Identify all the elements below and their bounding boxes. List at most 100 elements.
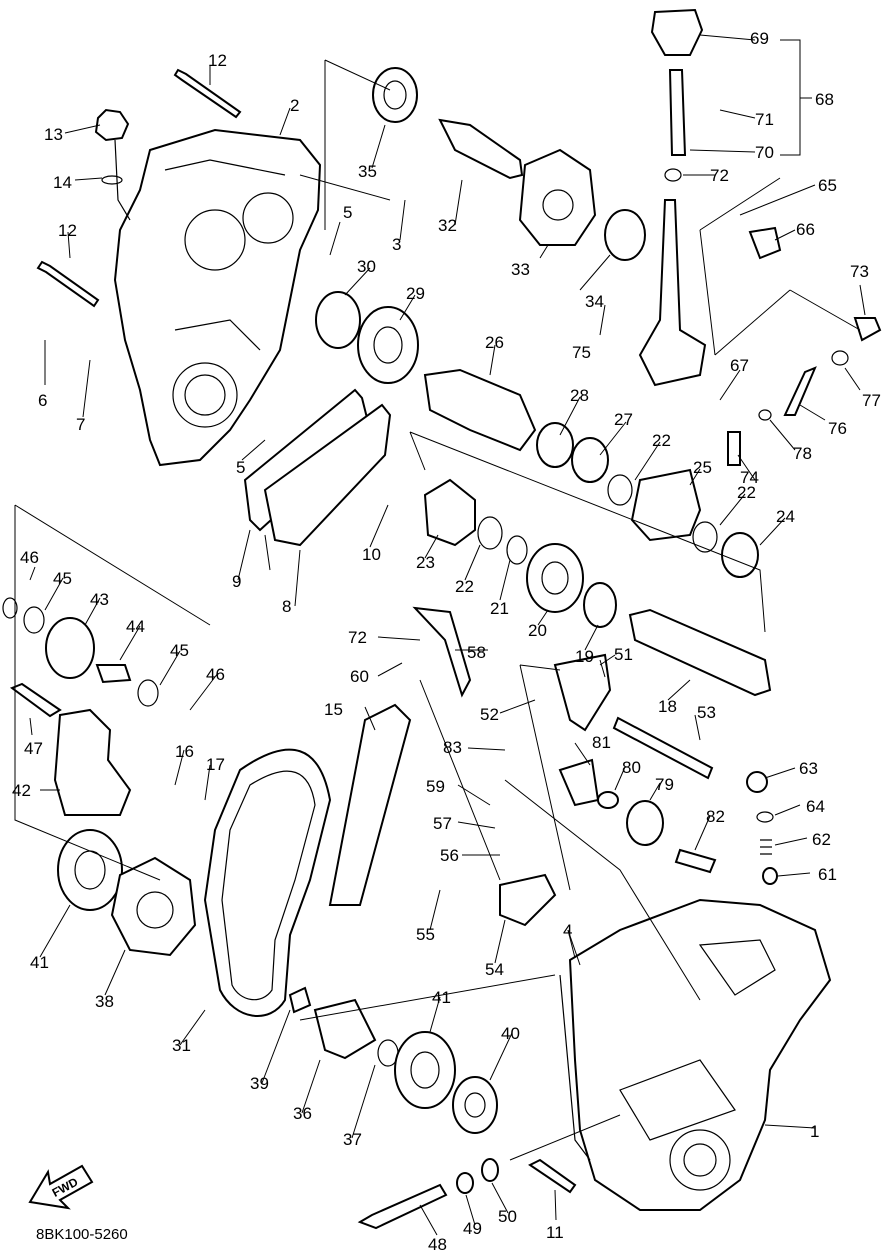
shaft-32 xyxy=(438,118,524,180)
callout-label: 38 xyxy=(95,992,114,1011)
callout-label: 5 xyxy=(343,203,352,222)
shaft-26 xyxy=(423,368,537,452)
callout-label: 10 xyxy=(362,545,381,564)
group-outlines xyxy=(14,39,861,1161)
fwd-arrow-icon: FWD xyxy=(28,1164,94,1210)
gasket-8 xyxy=(263,403,392,547)
callout-label: 7 xyxy=(76,415,85,434)
callout-label: 3 xyxy=(392,235,401,254)
callout-label: 57 xyxy=(433,814,452,833)
callout-label: 28 xyxy=(570,386,589,405)
bearing-41a xyxy=(57,829,123,911)
callout-label: 81 xyxy=(592,733,611,752)
callout-label: 26 xyxy=(485,333,504,352)
callout-label: 77 xyxy=(862,391,881,410)
callout-label: 69 xyxy=(750,29,769,48)
callout-labels: 1 2 3 4 5 5 6 7 8 9 10 11 12 12 13 14 15… xyxy=(12,29,881,1254)
callout-label: 4 xyxy=(563,921,572,940)
callout-label: 2 xyxy=(290,96,299,115)
callout-label: 52 xyxy=(480,705,499,724)
gear-38 xyxy=(110,856,197,957)
callout-label: 13 xyxy=(44,125,63,144)
bearing-29 xyxy=(357,306,419,384)
seal-40 xyxy=(452,1076,498,1134)
callout-label: 11 xyxy=(546,1223,564,1242)
callout-label: 36 xyxy=(293,1104,312,1123)
bearing-24 xyxy=(721,532,759,578)
callout-label: 16 xyxy=(175,742,194,761)
leader-lines xyxy=(29,34,866,1236)
bearing-41b xyxy=(394,1031,456,1109)
callout-label: 79 xyxy=(655,775,674,794)
callout-label: 22 xyxy=(455,577,474,596)
callout-label: 35 xyxy=(358,162,377,181)
callout-label: 53 xyxy=(697,703,716,722)
callout-label: 72 xyxy=(348,628,367,647)
callout-label: 22 xyxy=(652,431,671,450)
callout-label: 61 xyxy=(818,865,837,884)
callout-label: 25 xyxy=(693,458,712,477)
callout-label: 67 xyxy=(730,356,749,375)
callout-label: 73 xyxy=(850,262,869,281)
shift-arm-58 xyxy=(412,606,472,698)
callout-label: 82 xyxy=(706,807,725,826)
plate-54 xyxy=(499,873,557,927)
lower-housing xyxy=(568,898,832,1211)
callout-label: 65 xyxy=(818,176,837,195)
callout-label: 44 xyxy=(126,617,145,636)
callout-label: 23 xyxy=(416,553,435,572)
callout-label: 74 xyxy=(740,468,759,487)
bearing-35 xyxy=(372,67,418,123)
callout-label: 78 xyxy=(793,444,812,463)
callout-label: 71 xyxy=(755,110,774,129)
callout-label: 45 xyxy=(170,641,189,660)
callout-label: 20 xyxy=(528,621,547,640)
callout-label: 12 xyxy=(208,51,227,70)
diagram-code: 8BK100-5260 xyxy=(36,1226,128,1243)
callout-label: 68 xyxy=(815,90,834,109)
callout-label: 50 xyxy=(498,1207,517,1226)
callout-label: 18 xyxy=(658,697,677,716)
bearing-43 xyxy=(45,617,95,679)
callout-label: 75 xyxy=(572,343,591,362)
callout-label: 5 xyxy=(236,458,245,477)
callout-label: 15 xyxy=(324,700,343,719)
callout-label: 29 xyxy=(406,284,425,303)
bearing-20 xyxy=(526,543,584,613)
callout-label: 8 xyxy=(282,597,291,616)
knob-69 xyxy=(650,8,704,56)
callout-label: 37 xyxy=(343,1130,362,1149)
line-art xyxy=(2,8,882,1230)
seal-30 xyxy=(315,291,361,349)
cover-15 xyxy=(328,703,412,906)
callout-label: 9 xyxy=(232,572,241,591)
callout-label: 6 xyxy=(38,391,47,410)
callout-label: 80 xyxy=(622,758,641,777)
callout-label: 43 xyxy=(90,590,109,609)
callout-label: 51 xyxy=(614,645,633,664)
callout-label: 19 xyxy=(575,647,594,666)
callout-label: 33 xyxy=(511,260,530,279)
callout-label: 12 xyxy=(58,221,77,240)
bracket-42 xyxy=(53,708,132,816)
callout-label: 31 xyxy=(172,1036,191,1055)
roller-79 xyxy=(626,800,664,846)
callout-label: 54 xyxy=(485,960,504,979)
bearing-34 xyxy=(604,209,646,261)
shift-lever xyxy=(638,199,707,387)
callout-label: 22 xyxy=(737,483,756,502)
callout-label: 39 xyxy=(250,1074,269,1093)
callout-label: 59 xyxy=(426,777,445,796)
gear-33 xyxy=(518,148,597,246)
callout-label: 1 xyxy=(810,1122,819,1141)
gear-23 xyxy=(423,478,476,547)
callout-label: 63 xyxy=(799,759,818,778)
callout-label: 17 xyxy=(206,755,225,774)
callout-label: 70 xyxy=(755,143,774,162)
callout-label: 58 xyxy=(467,643,486,662)
callout-label: 72 xyxy=(710,166,729,185)
callout-label: 66 xyxy=(796,220,815,239)
dipstick-cap xyxy=(94,108,130,142)
